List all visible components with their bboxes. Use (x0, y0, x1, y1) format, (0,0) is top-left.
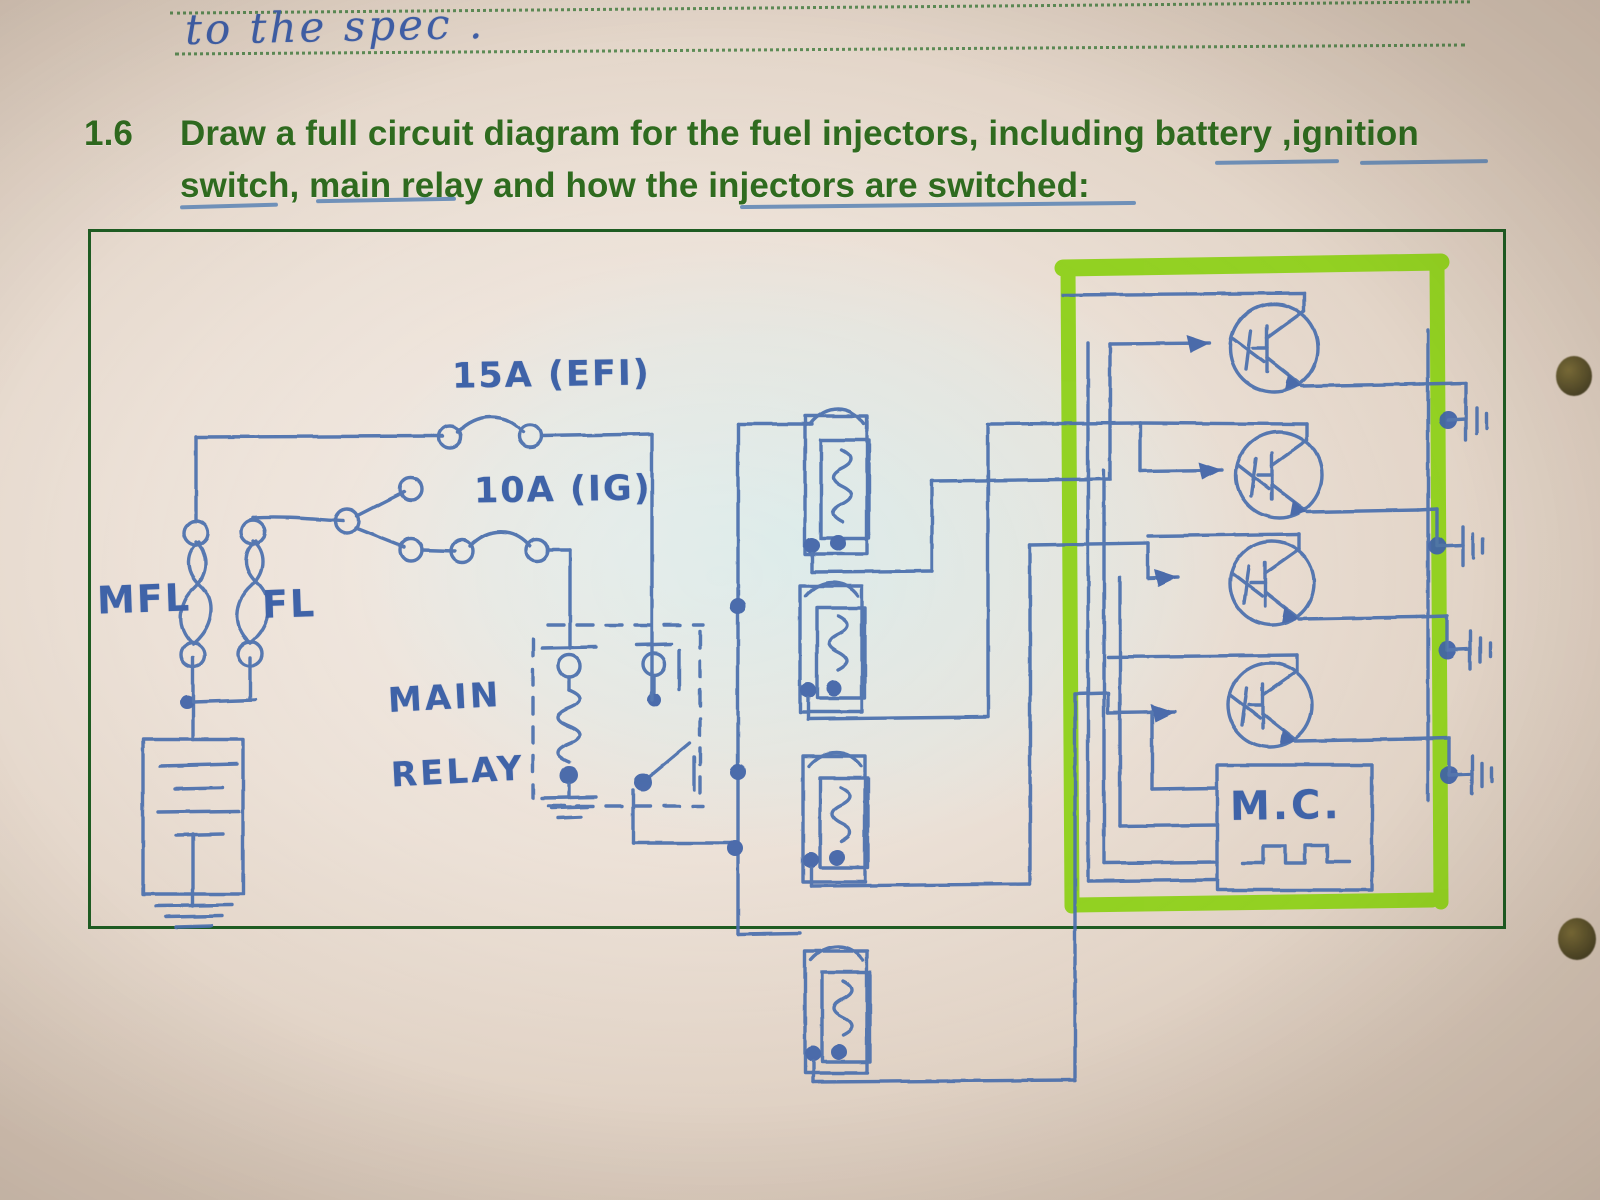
edge-spot-bottom (1558, 918, 1596, 960)
label-fl: FL (261, 581, 317, 627)
label-fuse-efi: 15A (EFI) (451, 353, 652, 397)
label-mfl: MFL (96, 575, 192, 623)
label-ecu: M.C. (1229, 782, 1342, 830)
label-main-relay-line2: RELAY (390, 748, 526, 796)
answer-box-border (88, 229, 1506, 929)
edge-spot-top (1556, 356, 1592, 396)
handwritten-note-top: to the spec . (184, 0, 486, 55)
label-fuse-ig: 10A (IG) (473, 468, 653, 512)
label-main-relay-line1: MAIN (387, 675, 503, 721)
question-number: 1.6 (84, 114, 133, 153)
